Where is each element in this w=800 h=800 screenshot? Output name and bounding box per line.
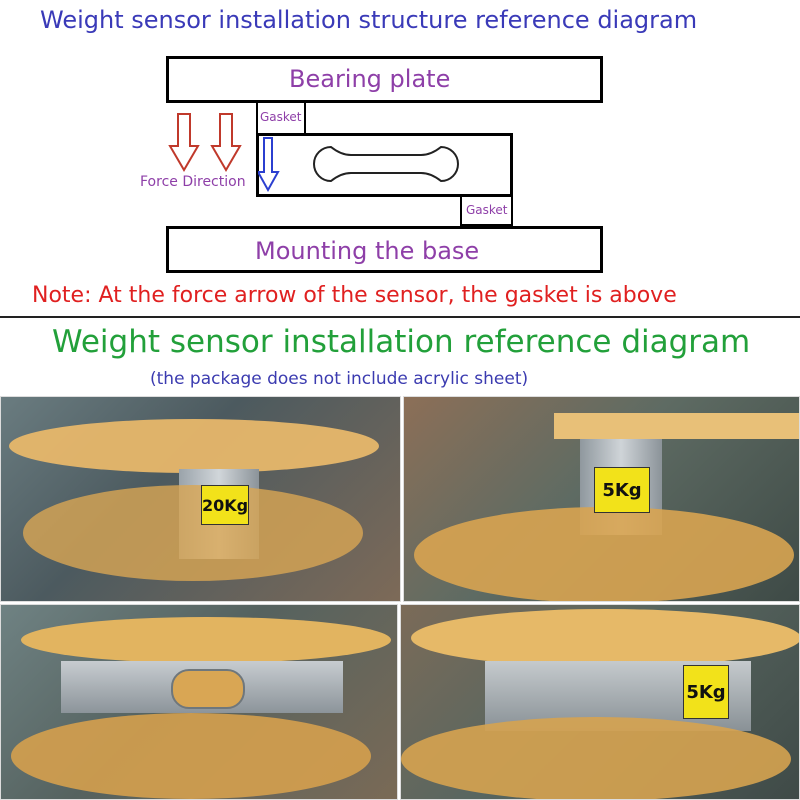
acrylic-disc-bottom [401,717,791,799]
reference-title: Weight sensor installation reference dia… [52,324,751,360]
bearing-plate-label: Bearing plate [289,65,451,93]
sensor-hole-icon [313,145,459,183]
gasket-top-label: Gasket [260,110,302,124]
acrylic-disc-bottom [23,485,363,581]
photo-top-left: 20Kg [0,396,401,602]
force-arrows-icon [168,113,242,172]
structure-diagram: Bearing plate Gasket Gasket Mounting the… [0,0,800,316]
acrylic-disc-bottom [11,713,371,799]
acrylic-disc-top [554,413,799,439]
load-cell-label: 5Kg [683,665,729,719]
acrylic-disc-top [21,617,391,663]
mounting-base-label: Mounting the base [255,237,480,265]
photo-bottom-right: 5Kg [400,604,800,800]
load-cell-label: 5Kg [594,467,650,513]
gasket-bottom: Gasket [460,195,513,226]
bearing-plate: Bearing plate [166,56,603,103]
gasket-top: Gasket [256,101,306,135]
force-direction-label: Force Direction [140,174,246,190]
sensor-arrow-icon [258,137,280,193]
sensor-hole [171,669,245,709]
installation-note: Note: At the force arrow of the sensor, … [32,283,677,308]
acrylic-disc-bottom [414,507,794,601]
photo-bottom-left [0,604,398,800]
acrylic-disc-top [9,419,379,473]
photo-top-right: 5Kg [403,396,800,602]
sensor-body [256,133,513,197]
gasket-bottom-label: Gasket [466,203,508,217]
acrylic-disc-top [411,609,799,667]
mounting-base: Mounting the base [166,226,603,273]
diagram-title: Weight sensor installation structure ref… [40,6,698,34]
reference-subtitle: (the package does not include acrylic sh… [150,369,529,389]
load-cell-label: 20Kg [201,485,249,525]
section-divider [0,316,800,318]
